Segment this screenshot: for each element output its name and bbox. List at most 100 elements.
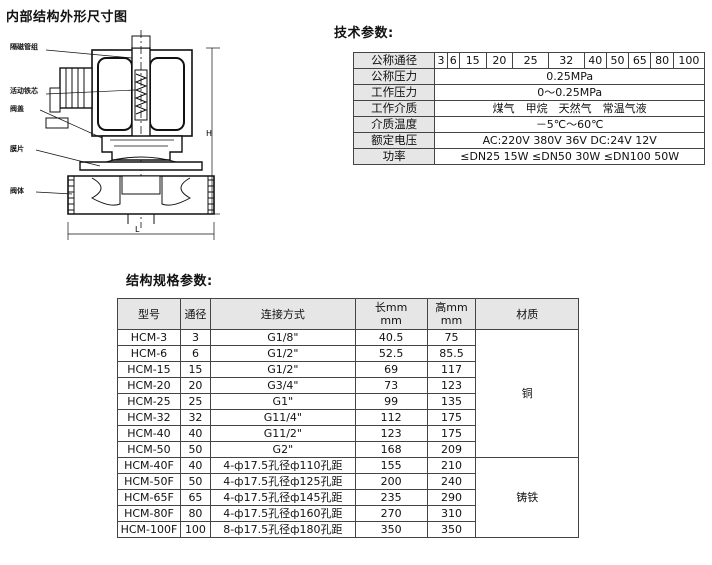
coil-left (97, 57, 133, 131)
diagram-title: 内部结构外形尺寸图 (6, 10, 128, 25)
connection-cell: 4-ф17.5孔径ф160孔距 (209, 505, 356, 522)
length-cell: 112 (354, 409, 428, 426)
tech-value: 煤气 甲烷 天然气 常温气液 (434, 100, 705, 117)
tech-label: 额定电压 (352, 132, 436, 149)
model-cell: HCM-80F (117, 505, 181, 522)
tech-value: －5℃～60℃ (434, 116, 705, 133)
tech-label: 公称压力 (352, 68, 436, 85)
junction-box (59, 67, 93, 109)
tech-row-rated-voltage: 额定电压 AC:220V 380V 36V DC:24V 12V (352, 132, 705, 149)
tech-row-nominal-pressure: 公称压力 0.25MPa (352, 68, 705, 85)
diameter-cell: 3 (179, 329, 211, 346)
label-diaphragm: 膜片 (10, 145, 24, 153)
cable-gland (49, 87, 61, 113)
dn-cell: 32 (547, 52, 585, 69)
length-cell: 99 (354, 393, 428, 410)
tech-label: 工作压力 (352, 84, 436, 101)
height-cell: 75 (426, 329, 477, 346)
dn-cell: 80 (650, 52, 674, 69)
dn-cell: 40 (583, 52, 607, 69)
length-cell: 69 (354, 361, 428, 378)
height-cell: 210 (426, 457, 477, 474)
height-cell: 123 (426, 377, 477, 394)
tech-label: 工作介质 (352, 100, 436, 117)
height-cell: 310 (426, 505, 477, 522)
dim-l-label: L (135, 225, 140, 234)
diameter-cell: 15 (179, 361, 211, 378)
height-cell: 117 (426, 361, 477, 378)
connection-cell: G1/2" (209, 345, 356, 362)
dn-cell: 65 (628, 52, 652, 69)
material-cell-iron: 铸铁 (475, 457, 579, 538)
dn-cell: 20 (485, 52, 514, 69)
model-cell: HCM-65F (117, 489, 181, 506)
material-cell-copper: 铜 (475, 329, 579, 458)
model-cell: HCM-25 (117, 393, 181, 410)
diameter-cell: 65 (179, 489, 211, 506)
connection-cell: G3/4" (209, 377, 356, 394)
diameter-cell: 50 (179, 473, 211, 490)
dn-cell: 50 (605, 52, 630, 69)
dn-cell: 3 (434, 52, 448, 69)
height-cell: 85.5 (426, 345, 477, 362)
length-cell: 52.5 (354, 345, 428, 362)
connection-cell: 4-ф17.5孔径ф145孔距 (209, 489, 356, 506)
tech-row-nominal-diameter: 公称通径 3 6 15 20 25 32 40 50 65 80 100 (352, 52, 706, 69)
diameter-cell: 50 (179, 441, 211, 458)
connection-cell: 4-ф17.5孔径ф110孔距 (209, 457, 356, 474)
model-cell: HCM-50 (117, 441, 181, 458)
height-cell: 135 (426, 393, 477, 410)
diameter-cell: 40 (179, 457, 211, 474)
tech-row-working-medium: 工作介质 煤气 甲烷 天然气 常温气液 (352, 100, 705, 117)
model-cell: HCM-100F (117, 521, 181, 538)
tech-value: 0.25MPa (434, 68, 705, 85)
header-material: 材质 (475, 298, 579, 330)
height-cell: 290 (426, 489, 477, 506)
connection-cell: G1/2" (209, 361, 356, 378)
connection-cell: G11/4" (209, 409, 356, 426)
header-connection: 连接方式 (209, 298, 356, 330)
tech-label: 功率 (352, 148, 436, 165)
length-cell: 235 (354, 489, 428, 506)
label-valve-body: 阀体 (10, 187, 24, 195)
label-moving-core: 活动铁芯 (10, 87, 38, 95)
tech-params-table: 公称通径 3 6 15 20 25 32 40 50 65 80 100 公称压… (352, 52, 706, 165)
height-cell: 175 (426, 409, 477, 426)
tech-value: ≤DN25 15W ≤DN50 30W ≤DN100 50W (434, 148, 705, 165)
diameter-cell: 32 (179, 409, 211, 426)
dn-cell: 100 (672, 52, 706, 69)
connection-cell: 4-ф17.5孔径ф125孔距 (209, 473, 356, 490)
connection-cell: G11/2" (209, 425, 356, 442)
connection-cell: G1" (209, 393, 356, 410)
height-cell: 240 (426, 473, 477, 490)
tech-label: 公称通径 (352, 52, 436, 69)
dn-cell: 15 (458, 52, 487, 69)
model-cell: HCM-3 (117, 329, 181, 346)
length-cell: 200 (354, 473, 428, 490)
valve-cross-section-diagram: H L (35, 30, 220, 240)
model-cell: HCM-20 (117, 377, 181, 394)
dn-cell: 25 (512, 52, 549, 69)
tech-value: AC:220V 380V 36V DC:24V 12V (434, 132, 705, 149)
model-cell: HCM-15 (117, 361, 181, 378)
length-cell: 270 (354, 505, 428, 522)
connection-cell: G2" (209, 441, 356, 458)
length-cell: 155 (354, 457, 428, 474)
model-cell: HCM-40 (117, 425, 181, 442)
connection-cell: G1/8" (209, 329, 356, 346)
coil-right (149, 57, 185, 131)
model-cell: HCM-40F (117, 457, 181, 474)
model-cell: HCM-32 (117, 409, 181, 426)
